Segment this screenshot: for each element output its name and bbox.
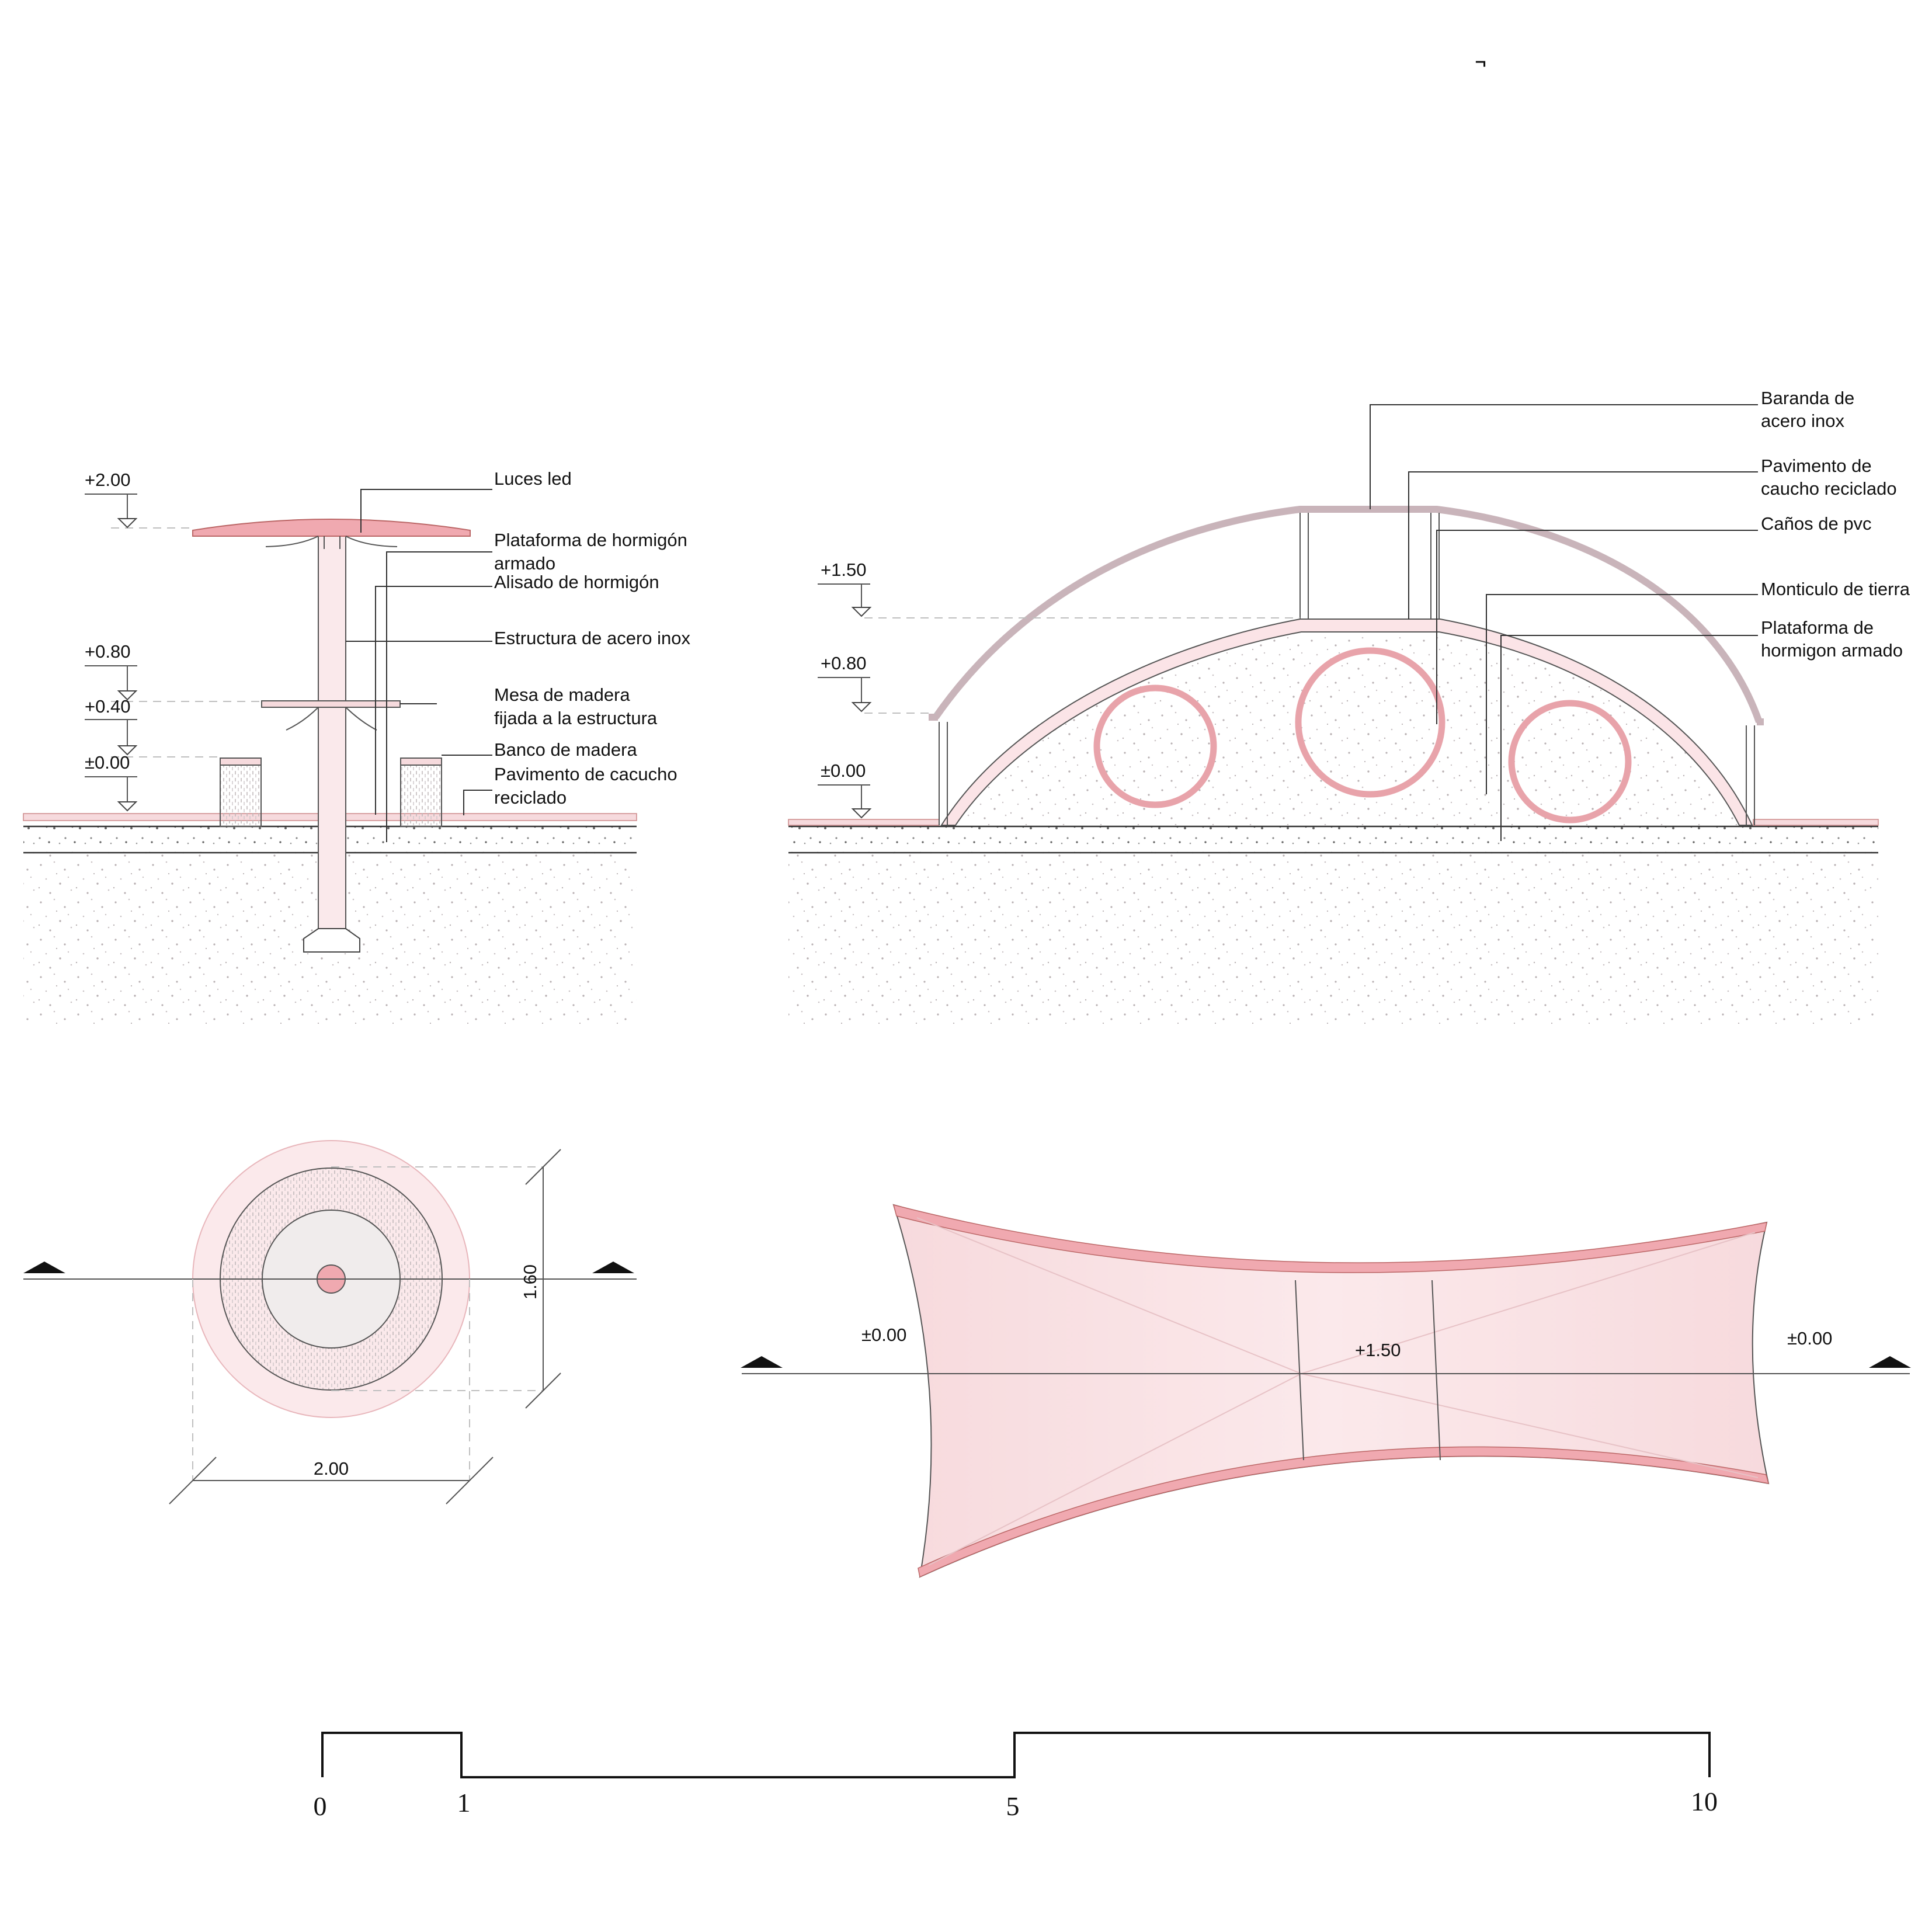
level-left-label: ±0.00 <box>861 1325 906 1345</box>
label-monticulo: Monticulo de tierra <box>1761 579 1910 599</box>
label-mesa: Mesa de madera <box>494 684 630 705</box>
scale-tick-label: 1 <box>457 1788 471 1818</box>
edge-band-bottom <box>918 1446 1770 1578</box>
level-label: ±0.00 <box>85 752 130 773</box>
level-label: +0.80 <box>821 653 866 673</box>
wood-table <box>261 700 401 708</box>
label-estructura: Estructura de acero inox <box>494 628 691 648</box>
canopy-brackets <box>265 536 398 549</box>
label-plataforma-2: armado <box>494 553 555 574</box>
leader-alisado <box>375 586 492 815</box>
label-baranda-2: acero inox <box>1761 411 1845 431</box>
level-marker-icon: +0.80 <box>85 641 138 701</box>
leader-pavimento <box>463 790 492 815</box>
mound-plan-surface <box>892 1204 1770 1578</box>
level-marker-icon: +1.50 <box>818 560 872 617</box>
label-canos: Caños de pvc <box>1761 513 1872 534</box>
scale-tick-label: 10 <box>1691 1787 1718 1816</box>
platform-edges <box>1295 1280 1441 1461</box>
section-arrow-icon <box>741 1356 783 1368</box>
corner-mark-icon: ̚ <box>1475 60 1486 67</box>
level-label: +0.40 <box>85 696 130 717</box>
canopy-top <box>192 519 471 537</box>
edge-band-top <box>892 1204 1767 1273</box>
bench-left-seat <box>220 757 262 766</box>
wood-bench-left <box>220 757 262 827</box>
label-banco: Banco de madera <box>494 739 637 760</box>
level-marker-icon: +0.80 <box>818 653 872 713</box>
level-marker-icon: +0.40 <box>85 696 138 756</box>
label-mesa-2: fijada a la estructura <box>494 708 658 728</box>
concrete-shell <box>940 618 1753 826</box>
section-arrow-icon <box>23 1262 65 1273</box>
steel-railing <box>933 506 1763 723</box>
leader-plataforma <box>386 551 492 842</box>
wood-bench-right <box>400 757 442 827</box>
railing-ends <box>929 714 1764 725</box>
dim-width-label: 2.00 <box>314 1458 349 1479</box>
dim-tick <box>525 1372 561 1409</box>
pvc-pipe-left <box>1093 684 1217 808</box>
pvc-pipe-right <box>1508 700 1632 823</box>
railing-posts-top <box>1299 513 1440 619</box>
rubber-pavement-left <box>788 819 940 826</box>
table-brackets <box>286 707 377 731</box>
plan-a-circular: 1.60 2.00 <box>23 1140 637 1504</box>
label-baranda: Baranda de <box>1761 388 1854 408</box>
leader-luces <box>360 489 492 533</box>
leader-baranda <box>1370 404 1758 509</box>
label-pavimento-2: caucho reciclado <box>1761 478 1897 499</box>
footing <box>303 928 360 953</box>
label-alisado: Alisado de hormigón <box>494 572 659 592</box>
scale-bar-line <box>321 1732 1711 1778</box>
scale-bar: 0 1 5 10 <box>314 1732 1718 1821</box>
scale-tick-label: 5 <box>1006 1791 1020 1821</box>
gravel-layer <box>788 826 1878 853</box>
level-label: +0.80 <box>85 641 130 662</box>
label-luces-led: Luces led <box>494 468 572 489</box>
pvc-pipe-center <box>1295 647 1445 798</box>
level-marker-icon: ±0.00 <box>85 752 138 812</box>
level-marker-icon: +2.00 <box>85 470 138 529</box>
section-arrow-icon <box>1869 1356 1911 1368</box>
leader-monticulo <box>1486 594 1758 794</box>
label-plataforma: Plataforma de <box>1761 617 1874 638</box>
leader-canos <box>1436 530 1758 724</box>
soil-fill <box>788 852 1878 1024</box>
level-right-label: ±0.00 <box>1787 1328 1832 1349</box>
dim-tick <box>169 1457 217 1504</box>
railing-posts-outer <box>939 722 1755 825</box>
scale-tick-label: 0 <box>314 1791 327 1821</box>
level-center-label: +1.50 <box>1355 1340 1401 1360</box>
dim-height-label: 1.60 <box>520 1264 540 1299</box>
dim-tick <box>446 1457 494 1504</box>
label-plataforma: Plataforma de hormigón <box>494 530 687 550</box>
leader-plataforma <box>1500 635 1758 841</box>
level-label: +2.00 <box>85 470 130 490</box>
steel-column <box>318 531 346 929</box>
label-plataforma-2: hormigon armado <box>1761 640 1903 661</box>
section-b-mound: +1.50 +0.80 ±0.00 Baranda de acero inox … <box>788 388 1910 1024</box>
label-pavimento-2: reciclado <box>494 787 567 808</box>
label-pavimento: Pavimento de <box>1761 456 1872 476</box>
plan-b-mound: ±0.00 +1.50 ±0.00 <box>741 1204 1911 1578</box>
leader-pavimento <box>1408 471 1758 619</box>
bench-right-seat <box>400 757 442 766</box>
level-label: +1.50 <box>821 560 866 580</box>
label-pavimento: Pavimento de cacucho <box>494 764 677 784</box>
level-label: ±0.00 <box>821 760 866 781</box>
level-marker-icon: ±0.00 <box>818 760 872 819</box>
section-arrow-icon <box>592 1262 634 1273</box>
rubber-pavement-right <box>1753 819 1879 826</box>
section-a-umbrella-table: +2.00 +0.80 +0.40 ±0.00 Luces led <box>23 468 691 1024</box>
dim-tick <box>525 1149 561 1185</box>
